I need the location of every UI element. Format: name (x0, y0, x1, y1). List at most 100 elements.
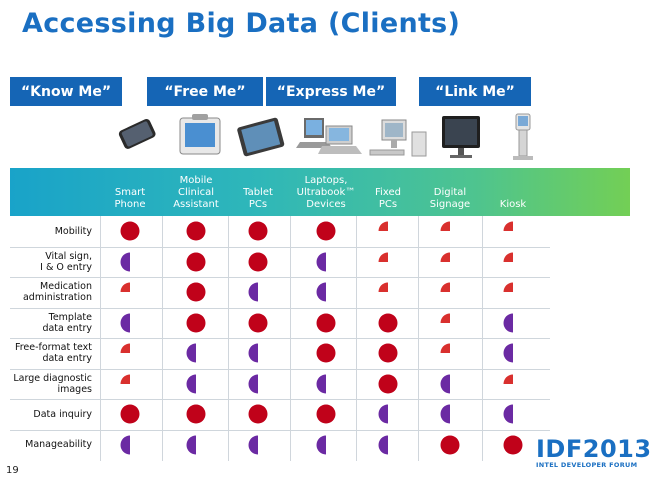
row-label-line: Large diagnostic (13, 372, 92, 384)
quarter-rating-icon (503, 282, 513, 293)
kiosk-icon (513, 113, 533, 160)
full-rating-icon (316, 221, 336, 241)
quarter-rating-icon (440, 282, 450, 293)
half-rating-icon (378, 404, 388, 424)
full-rating-icon (248, 252, 268, 272)
column-header-line: Clinical (177, 187, 215, 198)
column-header-line: Fixed (375, 187, 401, 198)
half-rating-icon (186, 374, 196, 394)
row-label-line: Free-format text (14, 342, 92, 354)
quarter-rating-icon (440, 221, 450, 232)
quarter-rating-icon (120, 343, 130, 354)
row-divider (10, 246, 550, 248)
desktop-pc-icon (369, 119, 427, 157)
half-rating-icon (120, 252, 130, 272)
quarter-rating-icon (440, 343, 450, 354)
full-rating-icon (186, 282, 206, 302)
half-rating-icon (316, 435, 326, 455)
row-label-line: Template (48, 311, 92, 323)
row-divider (10, 368, 550, 370)
idf-logo: IDF2013 INTEL DEVELOPER FORUM (536, 437, 652, 469)
half-rating-icon (316, 374, 326, 394)
half-rating-icon (503, 404, 513, 424)
column-header-line: Ultrabook™ (296, 187, 356, 198)
quarter-rating-icon (503, 374, 513, 384)
row-label-line: data entry (42, 353, 92, 365)
column-header-6: Kiosk (483, 168, 543, 216)
row-label: Manageability (8, 430, 92, 461)
half-rating-icon (316, 252, 326, 272)
half-rating-icon (248, 374, 258, 394)
row-divider (10, 399, 550, 400)
smartphone-icon (118, 119, 156, 149)
row-label: Mobility (8, 216, 92, 247)
quarter-rating-icon (440, 313, 450, 323)
column-header-line: Smart (114, 187, 146, 198)
full-rating-icon (120, 221, 140, 241)
full-rating-icon (248, 404, 268, 424)
half-rating-icon (316, 282, 326, 302)
column-header-line: Mobile (179, 175, 213, 186)
clinical-tablet-icon (179, 114, 221, 155)
slide-title: Accessing Big Data (Clients) (22, 8, 461, 39)
full-rating-icon (316, 313, 336, 333)
quarter-rating-icon (440, 252, 450, 262)
row-label-line: Manageability (25, 439, 92, 451)
logo-main: IDF2013 (536, 435, 652, 463)
half-rating-icon (120, 313, 130, 333)
quarter-rating-icon (120, 374, 130, 384)
full-rating-icon (248, 313, 268, 333)
row-label-line: I & O entry (40, 261, 92, 273)
row-label-line: Mobility (54, 225, 92, 237)
column-header-line: Assistant (173, 199, 219, 210)
full-rating-icon (503, 435, 523, 455)
column-header-line: Kiosk (499, 199, 527, 210)
quarter-rating-icon (120, 282, 130, 293)
column-header-line: Devices (306, 199, 346, 210)
full-rating-icon (440, 435, 460, 455)
quarter-rating-icon (378, 221, 388, 232)
digital-signage-icon (442, 116, 480, 158)
tablet-icon (237, 117, 285, 157)
label-link-me: “Link Me” (419, 77, 531, 106)
row-label-line: Medication (40, 281, 92, 293)
row-label-line: Vital sign, (45, 250, 92, 262)
column-header-line: Phone (114, 199, 146, 210)
half-rating-icon (503, 343, 513, 363)
quarter-rating-icon (378, 252, 388, 262)
half-rating-icon (248, 435, 258, 455)
full-rating-icon (186, 404, 206, 424)
half-rating-icon (186, 343, 196, 363)
row-label: Vital sign,I & O entry (8, 247, 92, 278)
label-know-me: “Know Me” (10, 77, 122, 106)
half-rating-icon (440, 404, 450, 424)
half-rating-icon (186, 435, 196, 455)
column-header-line: PCs (248, 199, 268, 210)
column-header-line: Digital (433, 187, 467, 198)
half-rating-icon (248, 282, 258, 302)
column-header-line: Tablet (243, 187, 273, 198)
column-header-band (10, 168, 630, 216)
row-label-line: administration (22, 292, 92, 304)
full-rating-icon (378, 374, 398, 394)
half-rating-icon (378, 435, 388, 455)
row-label: Data inquiry (8, 399, 92, 430)
column-header-line: Signage (429, 199, 471, 210)
full-rating-icon (248, 221, 268, 241)
full-rating-icon (378, 313, 398, 333)
full-rating-icon (120, 404, 140, 424)
full-rating-icon (186, 252, 206, 272)
quarter-rating-icon (503, 221, 513, 232)
label-express-me: “Express Me” (266, 77, 396, 106)
half-rating-icon (120, 435, 130, 455)
row-divider (10, 429, 550, 431)
column-header-line: Laptops, (304, 175, 348, 186)
